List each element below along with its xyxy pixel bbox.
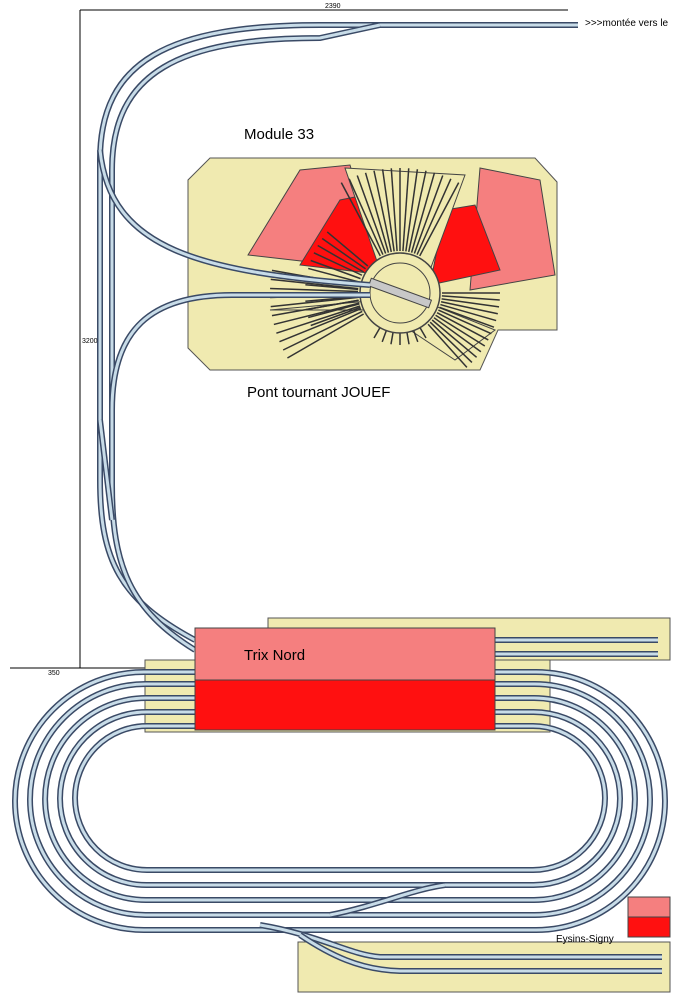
dim-bottom-label: 350 [48, 670, 60, 677]
fan-track [287, 313, 365, 359]
fan-track [340, 182, 381, 257]
fan-track [416, 178, 452, 255]
fan-track [438, 309, 492, 335]
oval-loop-4-inner [58, 710, 622, 887]
fan-track [433, 317, 482, 353]
trix-nord-platform-red [194, 679, 496, 731]
oval-loop-2-inner [28, 682, 652, 917]
fan-track [419, 182, 460, 257]
fan-track [273, 302, 360, 326]
fan-track [348, 178, 384, 255]
oval-loop-3-inner [43, 696, 637, 902]
fan-track [440, 303, 497, 322]
fan-track [390, 168, 398, 252]
oval-loop-4 [57, 709, 623, 888]
fan-track [373, 170, 393, 253]
fan-track [381, 330, 388, 343]
fan-track [279, 308, 362, 343]
turntable-label: Pont tournant JOUEF [247, 384, 391, 401]
fan-track [270, 296, 359, 308]
fan-track [270, 287, 359, 293]
fan-track [276, 305, 361, 334]
fan-track [310, 306, 361, 327]
fan-track [310, 259, 361, 280]
crossover-left-inner [98, 419, 114, 521]
siding-eysins-1-inner [259, 923, 662, 959]
fan-track [440, 300, 498, 315]
fan-track [413, 175, 444, 254]
stations [194, 627, 671, 938]
fan-track [308, 303, 360, 319]
fan-track [321, 237, 367, 270]
fan-track [381, 169, 395, 252]
eysins-signy-red [627, 916, 671, 938]
oval-loop-5 [72, 723, 608, 873]
fan-track [373, 327, 381, 339]
fan-track [390, 332, 394, 345]
oval-loop-1-inner [13, 670, 667, 932]
fan-track [427, 323, 468, 368]
fan-track [364, 172, 390, 253]
ramp-label: >>>montée vers le [585, 18, 669, 29]
module-approach-2-inner [110, 293, 370, 411]
fan-track [412, 330, 419, 343]
turntable [359, 252, 441, 334]
module-approach-1-inner [98, 149, 371, 287]
fan-track [410, 172, 436, 253]
fan-track [407, 170, 427, 253]
fan-track [406, 332, 410, 345]
fan-track [439, 306, 495, 328]
fan-track [429, 321, 473, 364]
module-label: Module 33 [244, 126, 315, 143]
eysins-signy-light [627, 896, 671, 918]
fan-track [435, 314, 486, 347]
fan-track [305, 283, 359, 291]
fan-track [313, 252, 363, 276]
fan-track [419, 327, 427, 339]
fan-track [270, 278, 359, 290]
tracks [12, 22, 668, 974]
turntable-fan-tracks [270, 168, 500, 368]
fan-track [317, 244, 365, 273]
fan-track [282, 310, 363, 351]
fan-track [441, 298, 500, 308]
siding-eysins-2-inner [299, 933, 662, 973]
fan-track [441, 295, 500, 301]
oval-loop-5-inner [73, 724, 607, 872]
trix-nord-platform-light [194, 627, 496, 681]
fan-track [436, 312, 489, 341]
dim-left-label: 3200 [82, 338, 98, 345]
fan-track [431, 319, 478, 358]
station-main-label: Trix Nord [244, 647, 306, 664]
fan-track [271, 299, 359, 317]
crossover-bottom-inner [329, 883, 446, 917]
dim-top-label: 2390 [325, 3, 341, 10]
sector-right-red [429, 204, 501, 286]
fan-track [356, 175, 387, 254]
fan-track [402, 168, 410, 252]
ramp-track-inner-inner [110, 23, 381, 652]
station-small-label: Eysins-Signy [556, 934, 614, 945]
fan-track [326, 231, 369, 267]
fan-track [308, 267, 360, 283]
fan-track [405, 169, 419, 252]
